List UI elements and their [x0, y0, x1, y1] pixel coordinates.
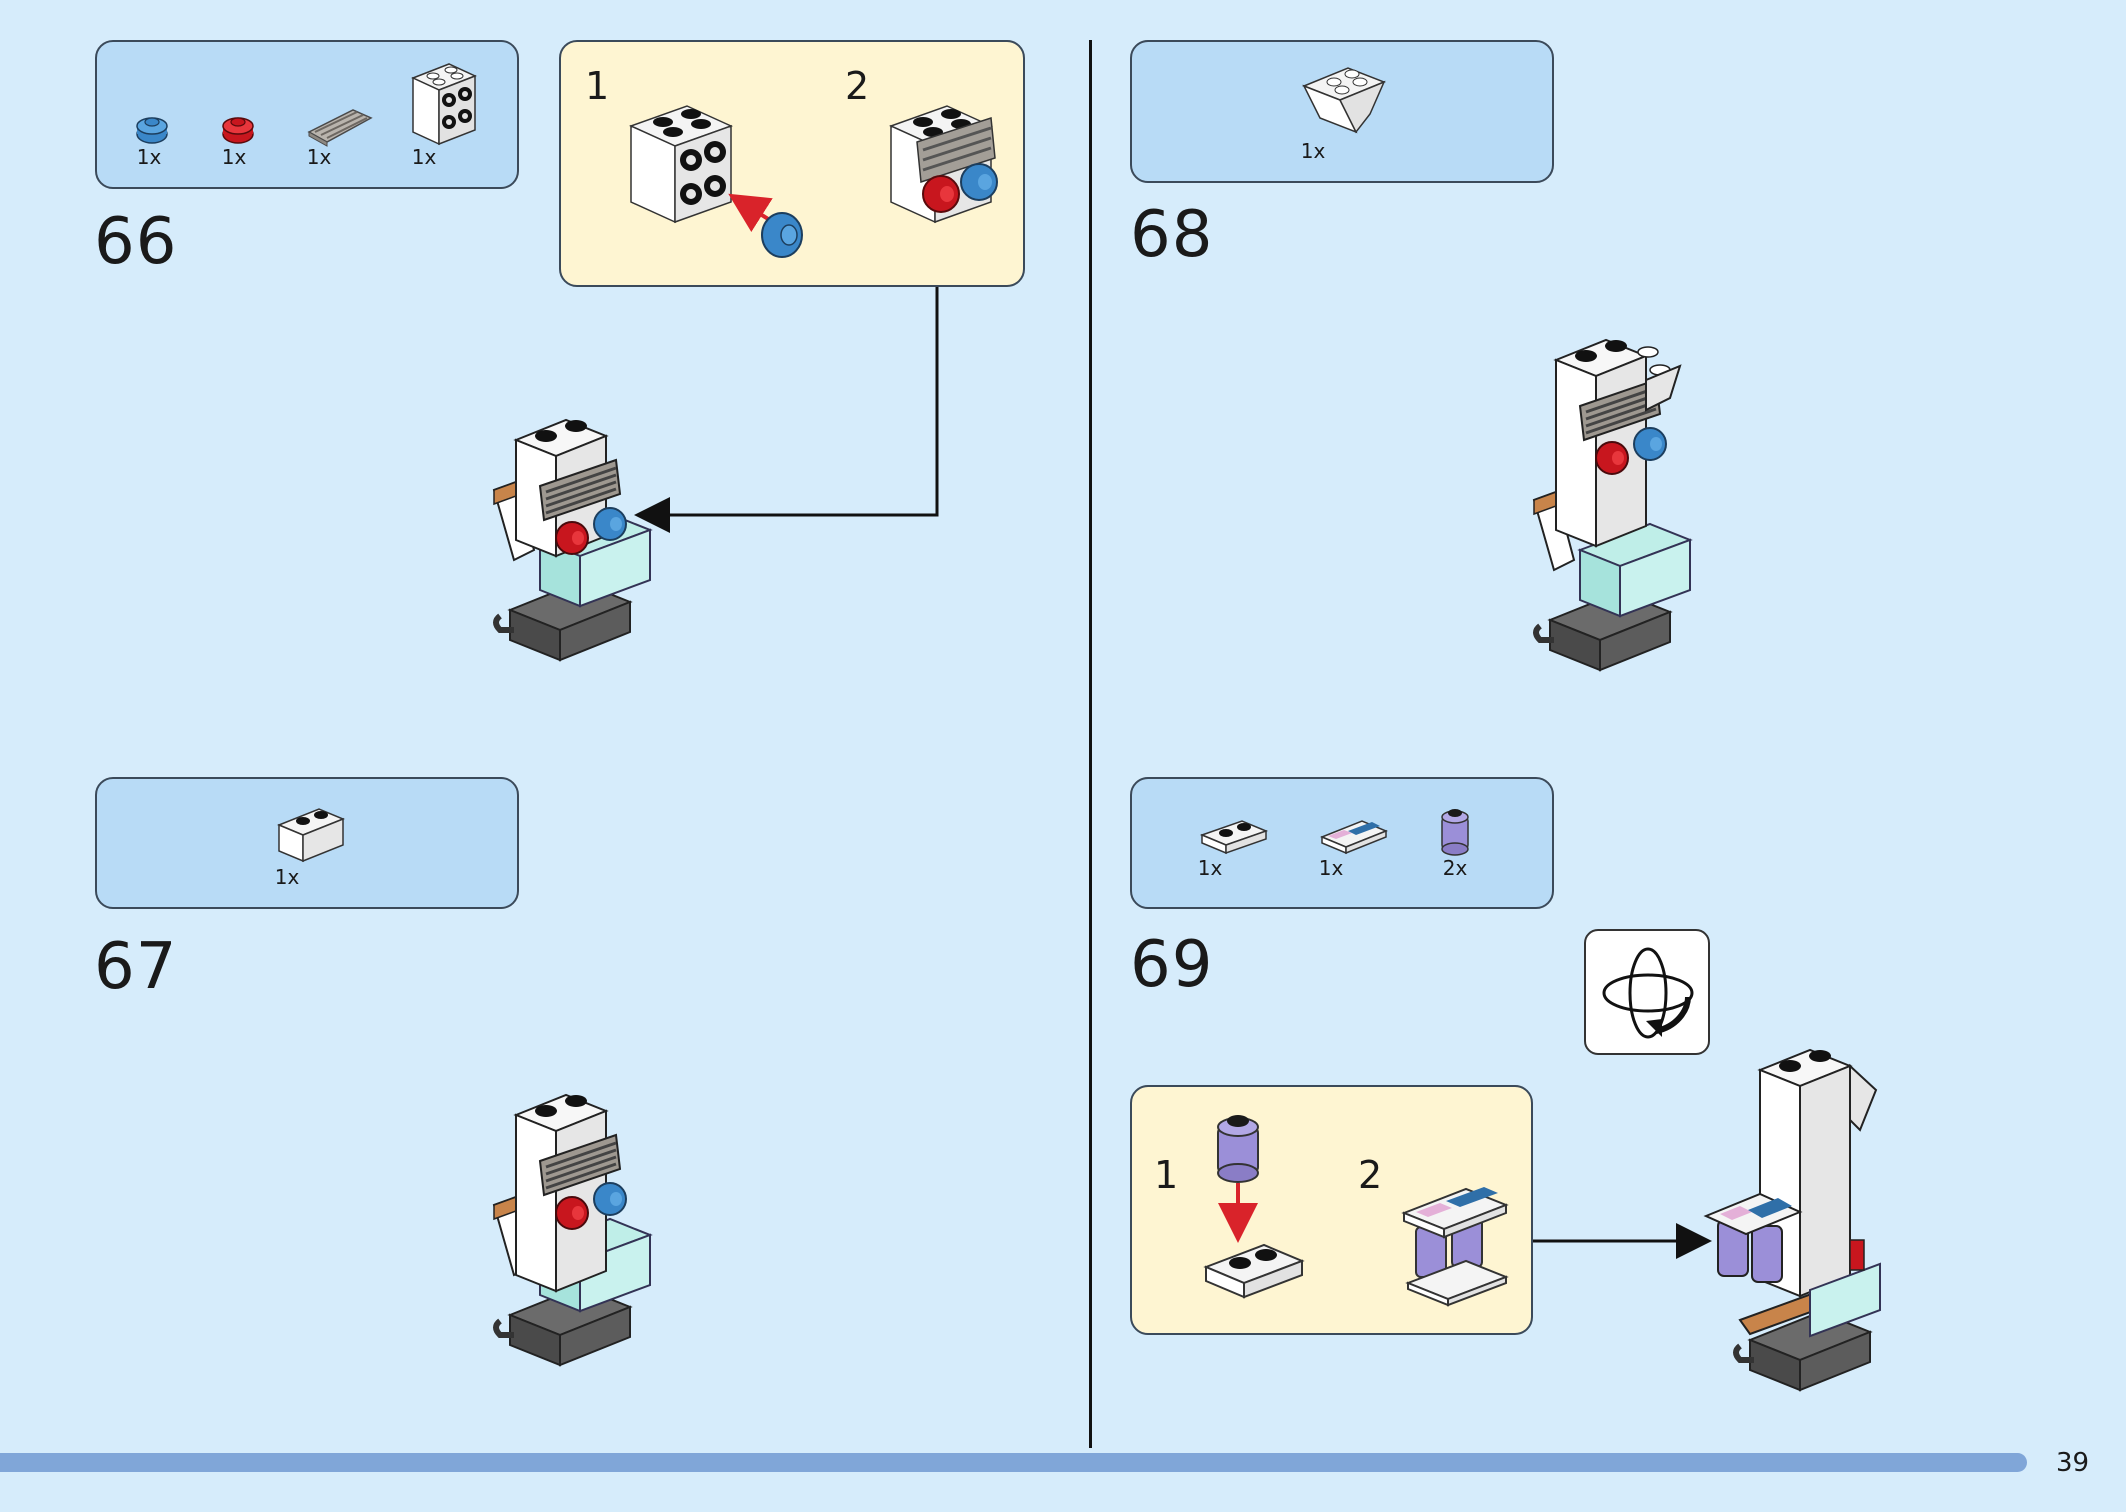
substep-number: 2 [845, 64, 870, 108]
qty-label: 1x [1318, 856, 1344, 880]
parts-box-step-68: 1x [1130, 40, 1554, 183]
qty-label: 1x [1300, 139, 1326, 163]
round-plate-red-icon [222, 117, 254, 144]
round-plate-blue-icon [761, 212, 803, 258]
parts-box-step-67: 1x [95, 777, 519, 909]
parts-box-step-69: 1x 1x 2x [1130, 777, 1554, 909]
model-step-66 [492, 418, 653, 662]
plate-1x2-icon [1199, 820, 1269, 855]
qty-label: 2x [1442, 856, 1468, 880]
page-number: 39 [2056, 1448, 2090, 1478]
round-brick-lavender-icon [1217, 1115, 1259, 1183]
substep-box-step-66: 1 2 [559, 40, 1025, 287]
step-number-69: 69 [1130, 928, 1214, 1002]
assembled-brick-icon [889, 105, 998, 224]
step-number-67: 67 [94, 930, 178, 1004]
attach-arrow-red [1218, 1183, 1258, 1243]
rotate-model-icon [1602, 947, 1694, 1039]
plate-1x2-icon [1203, 1243, 1305, 1299]
brick-1x2-icon [277, 808, 345, 863]
brick-2x2-studs-icon [411, 63, 477, 146]
round-brick-lavender-icon [1441, 809, 1469, 856]
qty-label: 1x [274, 865, 300, 889]
page-divider [1089, 40, 1092, 1448]
substep-number: 1 [585, 64, 610, 108]
model-step-67 [492, 1093, 653, 1367]
substep-number: 2 [1358, 1153, 1383, 1197]
step-number-68: 68 [1130, 198, 1214, 272]
grille-tile-icon [307, 109, 373, 147]
assembled-tile-stand-icon [1401, 1187, 1509, 1307]
qty-label: 1x [411, 145, 437, 169]
round-plate-blue-icon [136, 117, 168, 144]
printed-tile-icon [1320, 820, 1388, 855]
qty-label: 1x [136, 145, 162, 169]
step-number-66: 66 [94, 205, 178, 279]
model-step-68 [1532, 338, 1693, 672]
substep-box-step-69: 1 2 [1130, 1085, 1533, 1335]
footer-bar [0, 1453, 2027, 1472]
qty-label: 1x [221, 145, 247, 169]
inverted-slope-icon [1301, 67, 1387, 134]
model-step-69 [1703, 1048, 1881, 1392]
rotate-model-button[interactable] [1584, 929, 1710, 1055]
qty-label: 1x [1197, 856, 1223, 880]
substep-number: 1 [1154, 1153, 1179, 1197]
parts-box-step-66: 1x 1x 1x 1x [95, 40, 519, 189]
qty-label: 1x [306, 145, 332, 169]
